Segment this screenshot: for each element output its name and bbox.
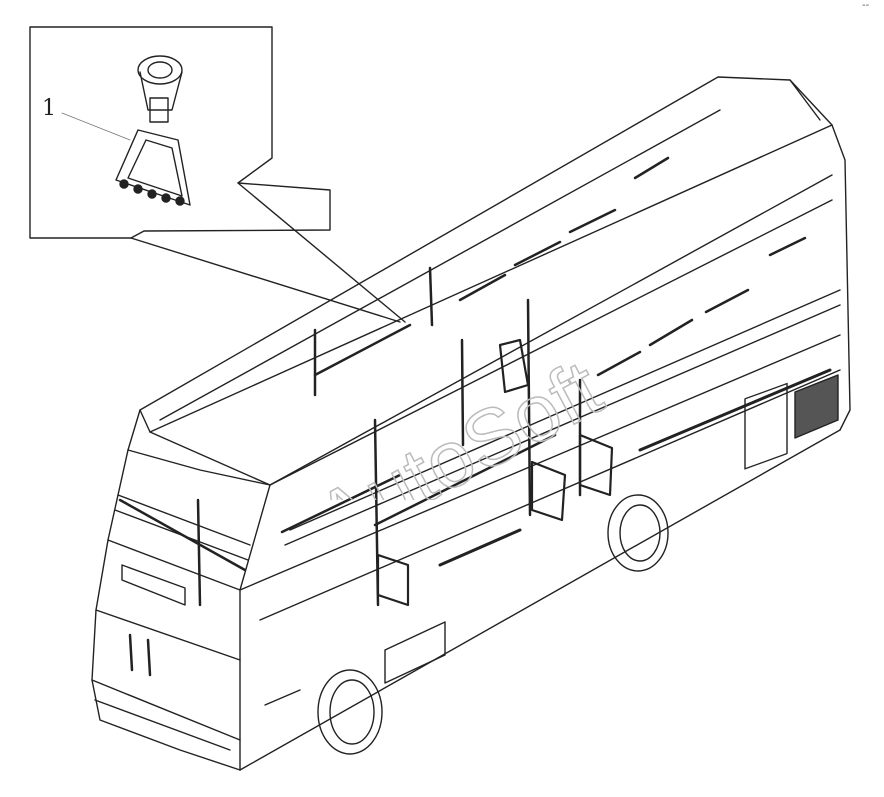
seat-frames [376, 338, 614, 607]
leader-line-1 [237, 182, 406, 323]
watermark-text: AutoSoft [302, 343, 615, 500]
autosoft-watermark: AutoSoft [302, 342, 616, 500]
callout-number-1: 1 [42, 96, 56, 121]
bus-body [91, 76, 851, 771]
callout-leader [61, 112, 131, 141]
leader-line-2 [130, 237, 401, 323]
front-wheel [317, 669, 383, 755]
rear-wheel [607, 494, 669, 572]
corner-mark: -- [862, 0, 870, 11]
side-panels [264, 374, 839, 706]
hand-strap-part [115, 55, 191, 206]
detail-inset-frame [29, 26, 331, 239]
